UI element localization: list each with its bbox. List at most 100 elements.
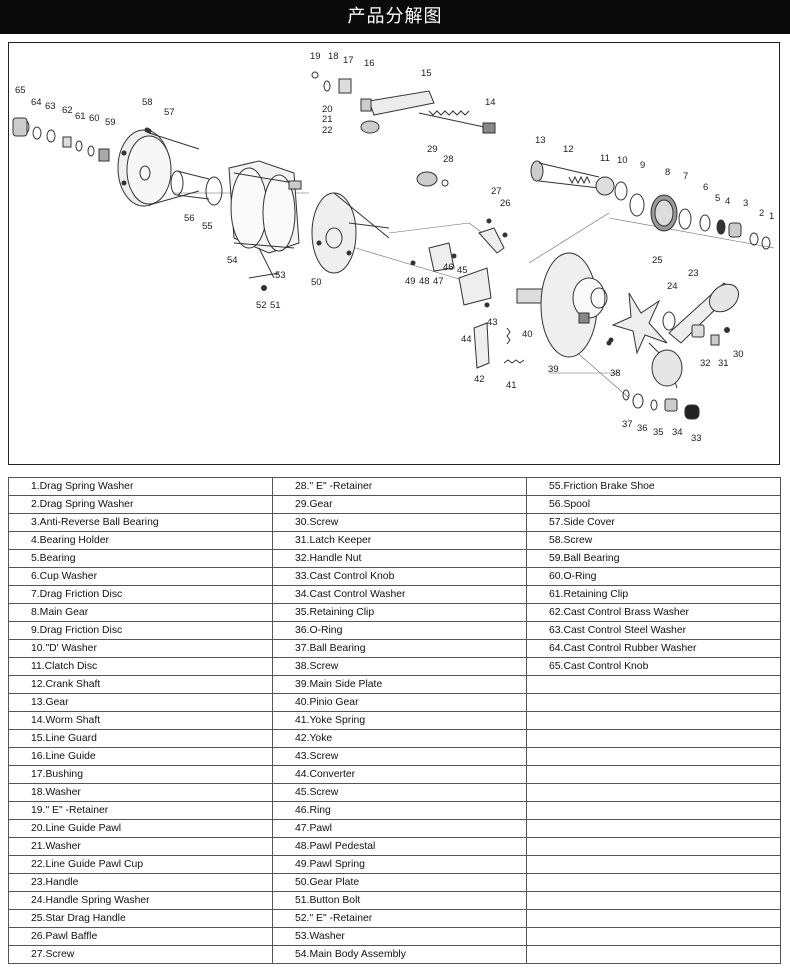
part-cell <box>526 729 781 748</box>
callout-63: 63 <box>45 101 56 112</box>
part-cell: 27.Screw <box>8 945 273 964</box>
part-cell: 38.Screw <box>272 657 527 676</box>
callout-25: 25 <box>652 255 663 266</box>
part-cell: 43.Screw <box>272 747 527 766</box>
part-cell: 22.Line Guide Pawl Cup <box>8 855 273 874</box>
part-cell: 50.Gear Plate <box>272 873 527 892</box>
callout-45: 45 <box>457 265 468 276</box>
callout-21: 21 <box>322 114 333 125</box>
callout-27: 27 <box>491 186 502 197</box>
callout-3: 3 <box>743 198 748 209</box>
part-cell: 18.Washer <box>8 783 273 802</box>
callout-36: 36 <box>637 423 648 434</box>
part-cell: 37.Ball Bearing <box>272 639 527 658</box>
callout-9: 9 <box>640 160 645 171</box>
part-cell: 3.Anti-Reverse Ball Bearing <box>8 513 273 532</box>
part-cell <box>526 747 781 766</box>
part-cell: 40.Pinio Gear <box>272 693 527 712</box>
part-cell: 31.Latch Keeper <box>272 531 527 550</box>
callout-5: 5 <box>715 193 720 204</box>
part-cell <box>526 927 781 946</box>
part-cell: 53.Washer <box>272 927 527 946</box>
callout-42: 42 <box>474 374 485 385</box>
callout-31: 31 <box>718 358 729 369</box>
part-cell <box>526 909 781 928</box>
part-cell: 6.Cup Washer <box>8 567 273 586</box>
callout-17: 17 <box>343 55 354 66</box>
callout-65: 65 <box>15 85 26 96</box>
part-cell: 61.Retaining Clip <box>526 585 781 604</box>
callout-6: 6 <box>703 182 708 193</box>
part-cell: 59.Ball Bearing <box>526 549 781 568</box>
part-cell <box>526 873 781 892</box>
callout-20: 20 <box>322 104 333 115</box>
callout-37: 37 <box>622 419 633 430</box>
part-cell: 55.Friction Brake Shoe <box>526 477 781 496</box>
part-cell <box>526 819 781 838</box>
callout-22: 22 <box>322 125 333 136</box>
callout-26: 26 <box>500 198 511 209</box>
callout-4: 4 <box>725 196 730 207</box>
callout-39: 39 <box>548 364 559 375</box>
part-cell: 16.Line Guide <box>8 747 273 766</box>
part-cell: 47.Pawl <box>272 819 527 838</box>
part-cell: 32.Handle Nut <box>272 549 527 568</box>
part-cell: 54.Main Body Assembly <box>272 945 527 964</box>
callout-41: 41 <box>506 380 517 391</box>
part-cell <box>526 837 781 856</box>
part-cell: 57.Side Cover <box>526 513 781 532</box>
callout-44: 44 <box>461 334 472 345</box>
callout-18: 18 <box>328 51 339 62</box>
callout-13: 13 <box>535 135 546 146</box>
callout-30: 30 <box>733 349 744 360</box>
callout-61: 61 <box>75 111 86 122</box>
part-cell: 25.Star Drag Handle <box>8 909 273 928</box>
callout-59: 59 <box>105 117 116 128</box>
part-cell: 8.Main Gear <box>8 603 273 622</box>
part-cell: 63.Cast Control Steel Washer <box>526 621 781 640</box>
callout-49: 49 <box>405 276 416 287</box>
exploded-view-drawing: 1234567891011121314151617181920212223242… <box>12 51 774 444</box>
part-cell: 21.Washer <box>8 837 273 856</box>
callout-60: 60 <box>89 113 100 124</box>
page-header: 产品分解图 <box>0 0 790 34</box>
callout-7: 7 <box>683 171 688 182</box>
callout-56: 56 <box>184 213 195 224</box>
part-cell: 19." E" -Retainer <box>8 801 273 820</box>
part-cell: 10."D' Washer <box>8 639 273 658</box>
part-cell: 62.Cast Control Brass Washer <box>526 603 781 622</box>
part-cell: 45.Screw <box>272 783 527 802</box>
part-cell: 17.Bushing <box>8 765 273 784</box>
part-cell <box>526 765 781 784</box>
callout-55: 55 <box>202 221 213 232</box>
callout-40: 40 <box>522 329 533 340</box>
part-cell: 26.Pawl Baffle <box>8 927 273 946</box>
part-cell: 9.Drag Friction Disc <box>8 621 273 640</box>
callout-57: 57 <box>164 107 175 118</box>
callout-43: 43 <box>487 317 498 328</box>
callout-50: 50 <box>311 277 322 288</box>
callout-12: 12 <box>563 144 574 155</box>
part-cell: 4.Bearing Holder <box>8 531 273 550</box>
callout-38: 38 <box>610 368 621 379</box>
callout-58: 58 <box>142 97 153 108</box>
